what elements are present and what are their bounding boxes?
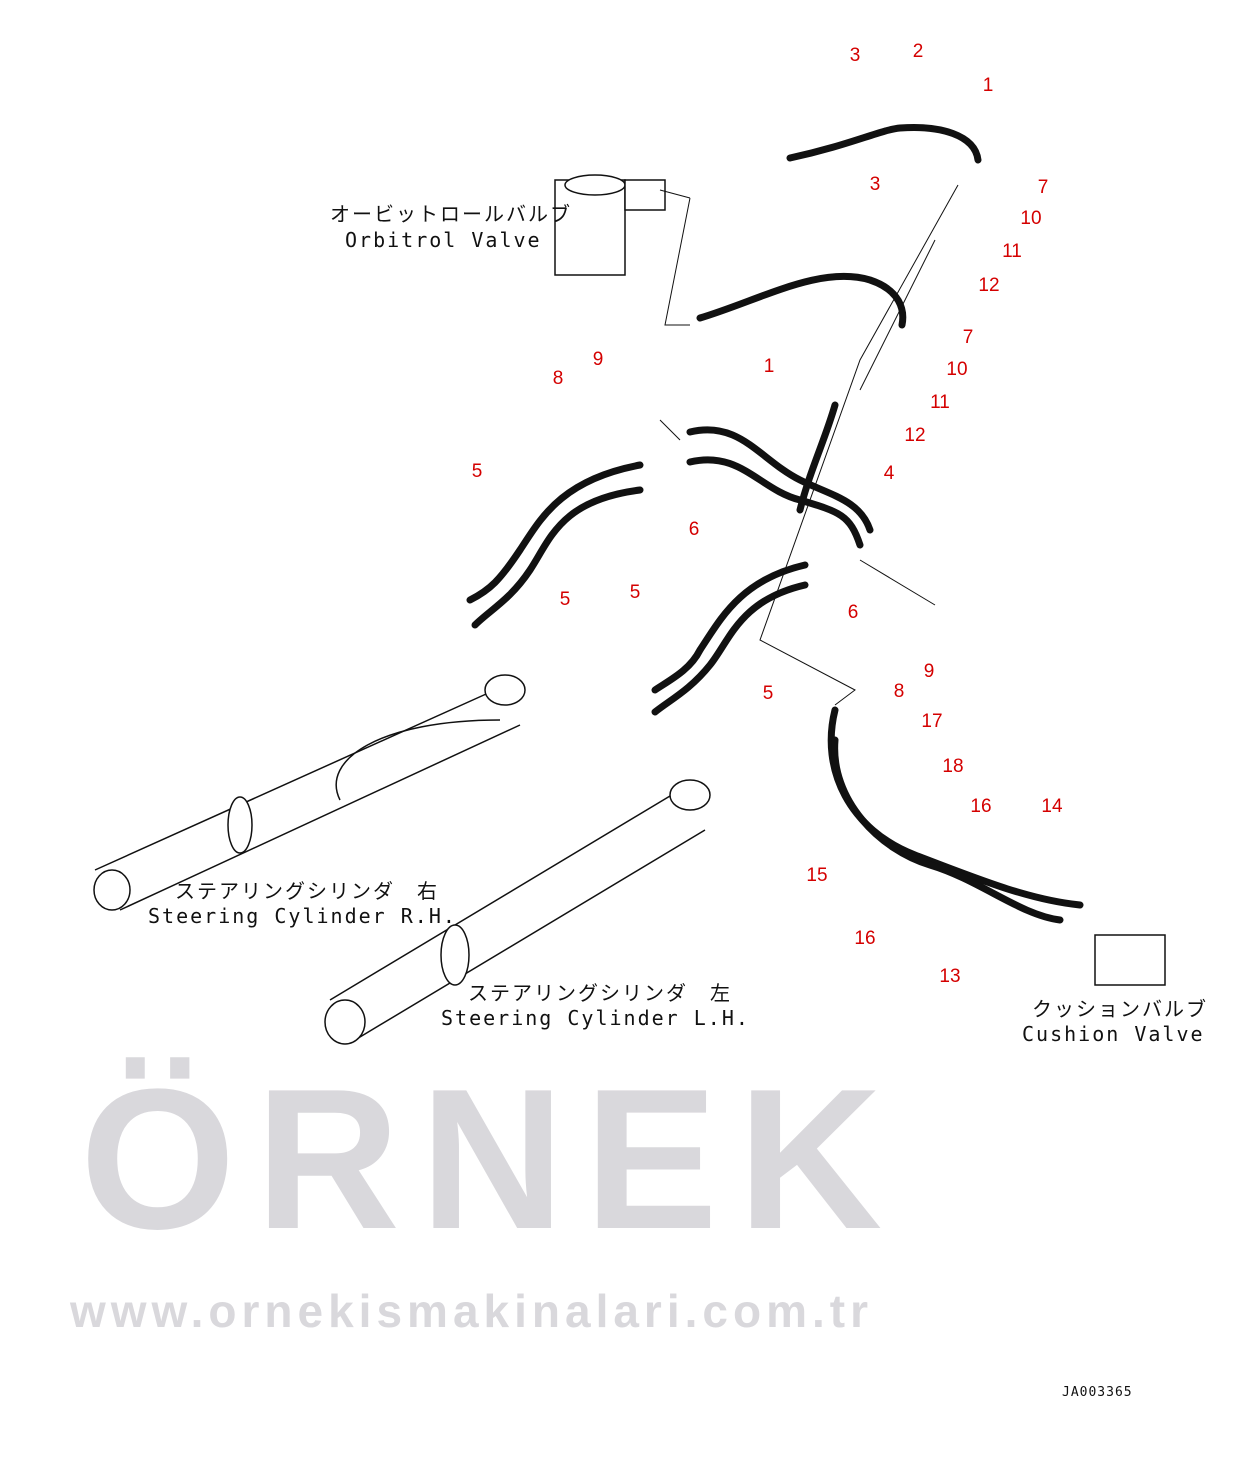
callout: 4	[883, 463, 895, 484]
callout: 5	[471, 461, 483, 482]
cushion-valve	[1094, 934, 1166, 986]
orbitrol-valve	[554, 174, 666, 276]
callout: 15	[806, 865, 828, 886]
callout: 6	[688, 519, 700, 540]
callout: 2	[912, 41, 924, 62]
callout: 17	[921, 711, 943, 732]
callout: 1	[982, 75, 994, 96]
watermark-logo: ÖRNEK	[80, 1048, 903, 1271]
callout: 16	[970, 796, 992, 817]
steering-cylinder-rh	[93, 674, 526, 911]
cushion-label-en: Cushion Valve	[1022, 1022, 1205, 1046]
cylinder-rh-label-jp: ステアリングシリンダ 右	[175, 879, 439, 903]
cushion-label-jp: クッションバルブ	[1032, 997, 1208, 1021]
callout: 9	[923, 661, 935, 682]
callout: 7	[962, 327, 974, 348]
callout: 10	[946, 359, 968, 380]
callout: 3	[849, 45, 861, 66]
hoses	[466, 124, 1084, 924]
callout: 9	[592, 349, 604, 370]
cylinder-lh-label-jp: ステアリングシリンダ 左	[468, 981, 732, 1005]
callout: 14	[1041, 796, 1063, 817]
leader-lines	[659, 184, 959, 706]
callout: 11	[930, 392, 950, 413]
callout: 5	[762, 683, 774, 704]
callout: 16	[854, 928, 876, 949]
orbitrol-label-jp: オービットロールバルブ	[330, 202, 572, 226]
callout: 11	[1002, 241, 1022, 262]
orbitrol-label-en: Orbitrol Valve	[345, 228, 542, 252]
callout: 13	[939, 966, 961, 987]
callout: 8	[893, 681, 905, 702]
callout: 10	[1020, 208, 1042, 229]
cylinder-lh-label-en: Steering Cylinder L.H.	[441, 1006, 750, 1030]
drawing-code: JA003365	[1062, 1385, 1133, 1400]
callout: 8	[552, 368, 564, 389]
callout: 6	[847, 602, 859, 623]
steering-cylinder-lh	[324, 779, 711, 1045]
cylinder-rh-label-en: Steering Cylinder R.H.	[148, 904, 457, 928]
watermark-url: www.ornekismakinalari.com.tr	[70, 1285, 873, 1337]
callout: 3	[869, 174, 881, 195]
callout: 12	[978, 275, 1000, 296]
callout: 12	[904, 425, 926, 446]
callout: 5	[559, 589, 571, 610]
callout: 7	[1037, 177, 1049, 198]
callout: 18	[942, 756, 964, 777]
callout: 5	[629, 582, 641, 603]
callout: 1	[763, 356, 775, 377]
